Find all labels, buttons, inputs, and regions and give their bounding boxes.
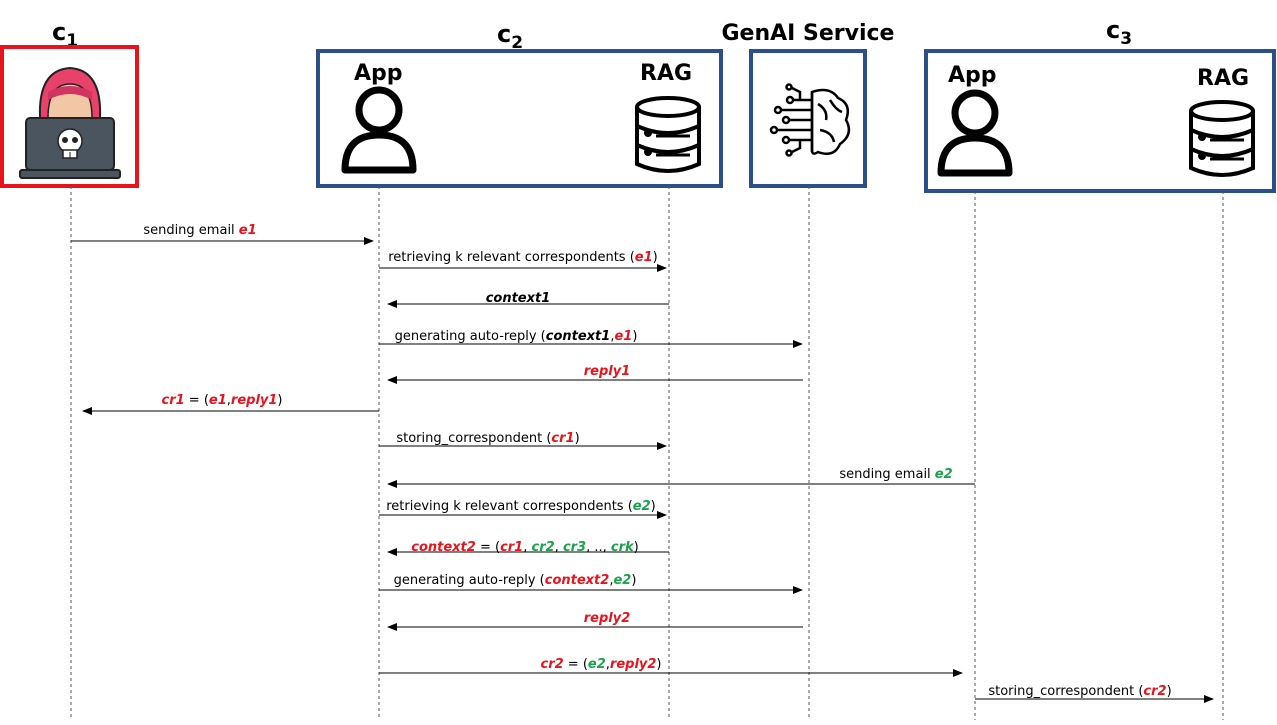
message-text: = ( [185, 393, 209, 408]
message-label: sending email e1 [143, 223, 256, 238]
message-text: = ( [564, 657, 588, 672]
message-variable: context2 [411, 540, 476, 555]
c3-box [924, 49, 1276, 193]
c3-header: c3 [1106, 16, 1132, 49]
message-variable: context1 [546, 329, 611, 344]
message-text: = ( [476, 540, 500, 555]
c3-rag-label: RAG [1197, 66, 1249, 91]
message-variable: e1 [614, 329, 632, 344]
database-icon [1189, 100, 1255, 177]
message-text: ) [277, 393, 282, 408]
message-text: retrieving k relevant correspondents ( [386, 499, 633, 514]
message-text: ) [653, 250, 658, 265]
message-label: sending email e2 [839, 467, 952, 482]
brain-circuit-icon [769, 83, 851, 157]
message-variable: e2 [613, 573, 631, 588]
message-label: storing_correspondent (cr2) [988, 684, 1171, 699]
message-arrows [71, 237, 1214, 703]
message-text: , [606, 657, 610, 672]
genai-header: GenAI Service [722, 21, 895, 46]
message-text: ) [632, 329, 637, 344]
message-text: , [227, 393, 231, 408]
c2-header: c2 [497, 20, 523, 53]
message-label: retrieving k relevant correspondents (e1… [388, 250, 658, 265]
lifelines [70, 186, 1224, 720]
message-text: ) [1167, 684, 1172, 699]
c1-header: c1 [52, 18, 78, 51]
message-label: cr2 = (e2,reply2) [540, 657, 661, 672]
message-text: , [609, 573, 613, 588]
message-label: retrieving k relevant correspondents (e2… [386, 499, 656, 514]
message-text: ) [656, 657, 661, 672]
message-variable: cr2 [1143, 684, 1166, 699]
message-text: generating auto-reply ( [394, 573, 545, 588]
message-text: sending email [143, 223, 238, 238]
message-text: ) [575, 431, 580, 446]
message-variable: e2 [633, 499, 651, 514]
genai-box [749, 49, 867, 188]
message-variable: e1 [635, 250, 653, 265]
message-text: sending email [839, 467, 934, 482]
user-icon [341, 86, 417, 174]
c2-box [316, 49, 723, 188]
message-variable: cr1 [161, 393, 184, 408]
message-text: storing_correspondent ( [988, 684, 1143, 699]
message-label: generating auto-reply (context2,e2) [394, 573, 637, 588]
message-variable: cr3 [563, 540, 586, 555]
message-text: , [555, 540, 563, 555]
message-text: ) [651, 499, 656, 514]
message-variable: e2 [935, 467, 953, 482]
message-text: , [610, 329, 614, 344]
message-label: storing_correspondent (cr1) [396, 431, 579, 446]
message-variable: context1 [486, 291, 551, 306]
message-label: generating auto-reply (context1,e1) [395, 329, 638, 344]
message-text: , [523, 540, 531, 555]
c3-app-label: App [948, 63, 997, 88]
message-variable: crk [611, 540, 635, 555]
c2-rag-label: RAG [640, 61, 692, 86]
c2-app-label: App [354, 61, 403, 86]
message-variable: context2 [545, 573, 610, 588]
message-variable: reply2 [584, 611, 631, 626]
hacker-icon [19, 66, 121, 179]
message-variable: reply2 [610, 657, 657, 672]
message-text: ) [631, 573, 636, 588]
message-label: cr1 = (e1,reply1) [161, 393, 282, 408]
message-text: , .., [586, 540, 611, 555]
message-text: generating auto-reply ( [395, 329, 546, 344]
message-variable: e1 [239, 223, 257, 238]
message-variable: cr2 [540, 657, 563, 672]
message-variable: e2 [588, 657, 606, 672]
database-icon [635, 96, 701, 173]
message-variable: cr2 [532, 540, 555, 555]
message-variable: reply1 [584, 364, 631, 379]
message-label: context1 [486, 291, 551, 306]
message-variable: cr1 [500, 540, 523, 555]
message-labels: sending email e1 retrieving k relevant c… [143, 223, 1171, 699]
message-text: ) [634, 540, 639, 555]
message-variable: reply1 [231, 393, 278, 408]
attacker-box [0, 45, 139, 188]
user-icon [937, 89, 1013, 177]
message-label: reply1 [584, 364, 631, 379]
message-variable: e1 [209, 393, 227, 408]
message-label: context2 = (cr1, cr2, cr3, .., crk) [411, 540, 639, 555]
message-text: storing_correspondent ( [396, 431, 551, 446]
message-label: reply2 [584, 611, 631, 626]
message-text: retrieving k relevant correspondents ( [388, 250, 635, 265]
message-variable: cr1 [551, 431, 574, 446]
